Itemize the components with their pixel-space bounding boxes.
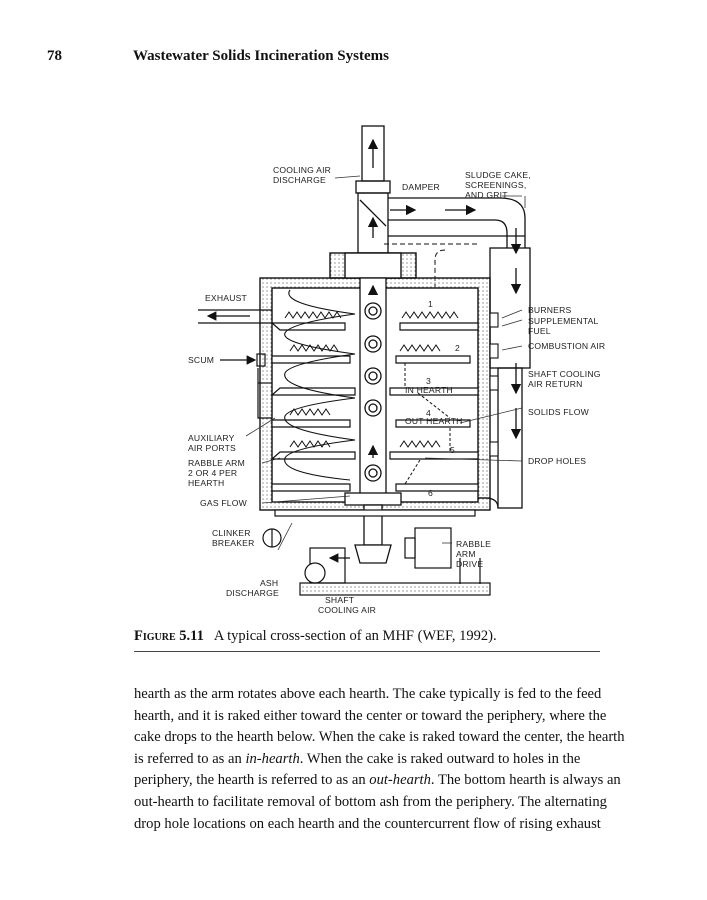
- label-sludge-cake: SLUDGE CAKE,: [465, 170, 531, 180]
- label-exhaust: EXHAUST: [205, 293, 248, 303]
- hearth-number-5: 5: [450, 445, 455, 455]
- shaft-cooling-return-dashes: [384, 243, 480, 288]
- mhf-cross-section-figure: COOLING AIR DISCHARGE DAMPER SLUDGE CAKE…: [150, 118, 620, 623]
- label-out-hearth: OUT HEARTH: [405, 416, 463, 426]
- hearth-number-1: 1: [428, 299, 433, 309]
- svg-text:HEARTH: HEARTH: [188, 478, 224, 488]
- body-line: drop hole locations on each hearth and t…: [134, 815, 601, 832]
- running-title: Wastewater Solids Incineration Systems: [133, 48, 389, 64]
- label-shaft-cooling-air: SHAFT: [325, 595, 355, 605]
- caption-label: Figure 5.11: [134, 628, 204, 644]
- figure-caption: Figure 5.11 A typical cross-section of an…: [134, 628, 600, 652]
- svg-text:DRIVE: DRIVE: [456, 559, 483, 569]
- central-shaft: [344, 277, 402, 564]
- svg-text:COOLING AIR: COOLING AIR: [318, 605, 376, 615]
- mhf-diagram: COOLING AIR DISCHARGE DAMPER SLUDGE CAKE…: [188, 125, 605, 615]
- gas-flow-path: [284, 289, 356, 481]
- label-rabble-arm-drive: RABBLE: [456, 539, 491, 549]
- exhaust-stack: [355, 125, 391, 254]
- body-line: is referred to as an in-hearth. When the…: [134, 750, 581, 767]
- svg-text:BREAKER: BREAKER: [212, 538, 254, 548]
- body-line: periphery, the hearth is referred to as …: [134, 772, 621, 789]
- body-line: cake drops to the hearth below. When the…: [134, 729, 625, 746]
- svg-text:AND GRIT: AND GRIT: [465, 190, 508, 200]
- feed-duct: [388, 197, 531, 509]
- label-supplemental-fuel: SUPPLEMENTAL: [528, 316, 599, 326]
- svg-text:FUEL: FUEL: [528, 326, 551, 336]
- label-drop-holes: DROP HOLES: [528, 456, 586, 466]
- label-shaft-cooling-return: SHAFT COOLING: [528, 369, 601, 379]
- body-text: hearth as the arm rotates above each hea…: [134, 684, 658, 835]
- label-cooling-air-discharge: COOLING AIR: [273, 165, 331, 175]
- term-out-hearth: out-hearth: [369, 772, 431, 789]
- svg-text:SCREENINGS,: SCREENINGS,: [465, 180, 526, 190]
- svg-text:ARM: ARM: [456, 549, 476, 559]
- body-line: out-hearth to facilitate removal of bott…: [134, 793, 607, 810]
- label-combustion-air: COMBUSTION AIR: [528, 341, 605, 351]
- leader-lines: [245, 175, 526, 551]
- label-rabble-arm: RABBLE ARM: [188, 458, 245, 468]
- label-clinker-breaker: CLINKER: [212, 528, 251, 538]
- term-in-hearth: in-hearth: [245, 750, 300, 767]
- label-gas-flow: GAS FLOW: [200, 498, 248, 508]
- body-line: hearth, and it is raked either toward th…: [134, 707, 607, 724]
- left-pipes: [198, 309, 272, 419]
- page-header: 78 Wastewater Solids Incineration System…: [0, 48, 707, 70]
- rabble-teeth: [284, 311, 459, 448]
- hearth-number-6: 6: [428, 488, 433, 498]
- hearth-number-2: 2: [455, 343, 460, 353]
- svg-text:AIR RETURN: AIR RETURN: [528, 379, 583, 389]
- label-ash-discharge: ASH: [260, 578, 278, 588]
- label-auxiliary-air-ports: AUXILIARY: [188, 433, 235, 443]
- figure-labels: COOLING AIR DISCHARGE DAMPER SLUDGE CAKE…: [188, 165, 605, 615]
- hearth-number-3: 3: [426, 376, 431, 386]
- body-line: hearth as the arm rotates above each hea…: [134, 686, 602, 702]
- svg-text:DISCHARGE: DISCHARGE: [226, 588, 279, 598]
- base-machinery: [262, 509, 491, 596]
- label-solids-flow: SOLIDS FLOW: [528, 407, 590, 417]
- drop-holes: [404, 363, 451, 485]
- page-number: 78: [47, 48, 62, 64]
- label-scum: SCUM: [188, 355, 214, 365]
- caption-text: A typical cross-section of an MHF (WEF, …: [213, 628, 497, 644]
- burner-fittings: [489, 312, 499, 457]
- label-in-hearth: IN HEARTH: [405, 385, 453, 395]
- label-damper: DAMPER: [402, 182, 440, 192]
- svg-text:DISCHARGE: DISCHARGE: [273, 175, 326, 185]
- svg-text:AIR PORTS: AIR PORTS: [188, 443, 236, 453]
- label-burners: BURNERS: [528, 305, 571, 315]
- hearth-number-4: 4: [426, 408, 431, 418]
- svg-text:2 OR 4 PER: 2 OR 4 PER: [188, 468, 237, 478]
